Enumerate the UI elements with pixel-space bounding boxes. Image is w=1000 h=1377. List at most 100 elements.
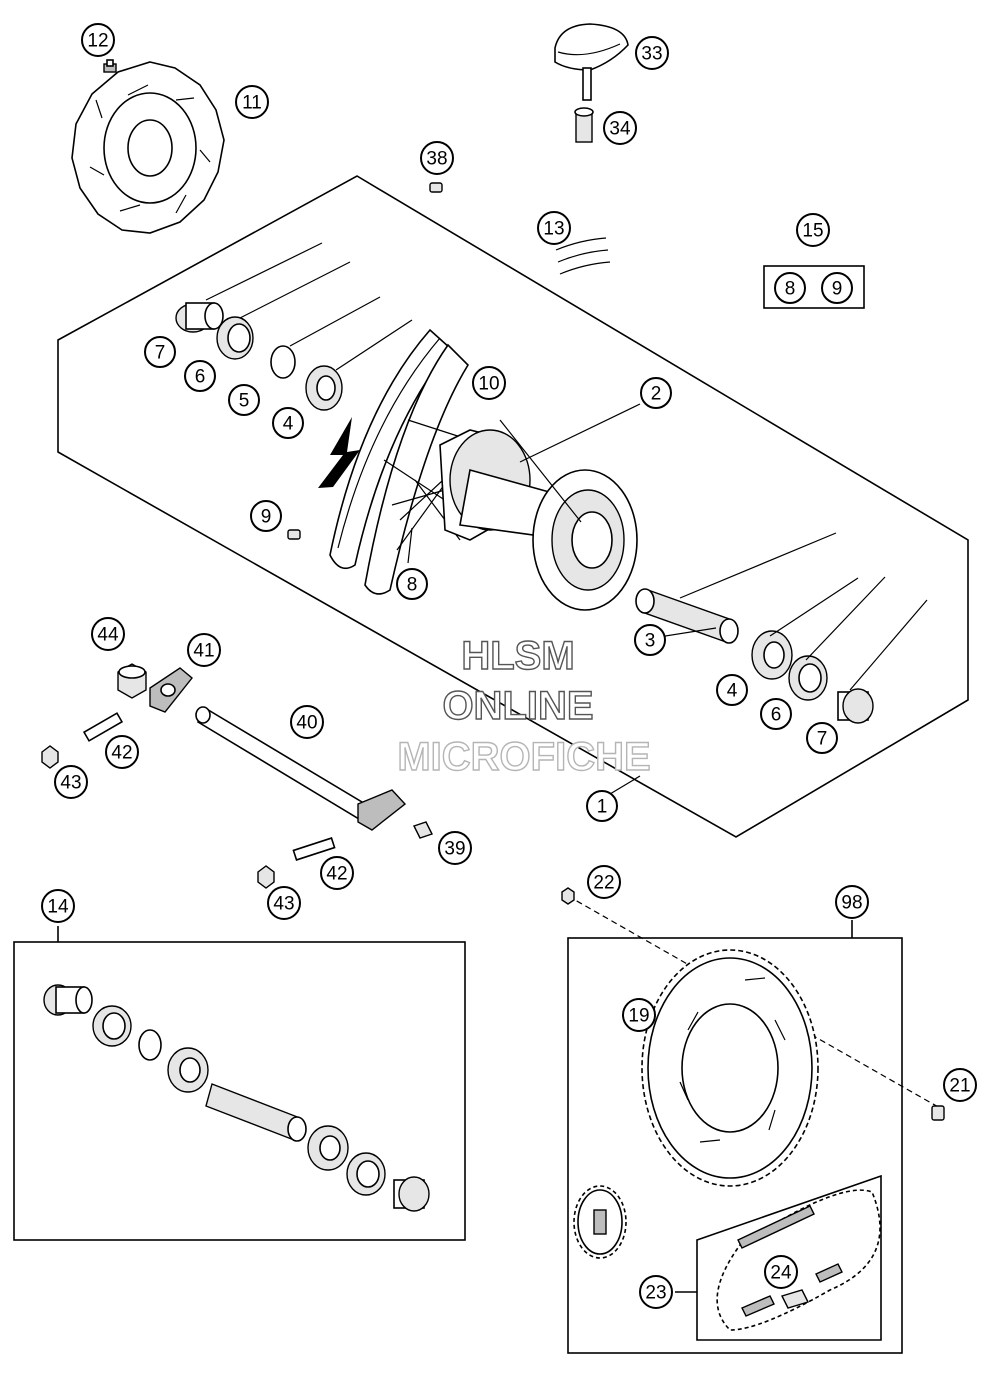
callout-circle xyxy=(635,36,669,70)
adjuster-screw-right-part xyxy=(292,837,336,861)
front-sprocket-part xyxy=(573,1185,627,1259)
callout-number: 34 xyxy=(609,119,631,140)
rotation-arrow-icon xyxy=(318,417,360,488)
callout-8: 8 xyxy=(396,568,428,600)
callout-7: 7 xyxy=(806,722,838,754)
callout-number: 24 xyxy=(770,1263,792,1284)
rear-sprocket-part xyxy=(641,949,819,1187)
left-bearing-part xyxy=(305,365,343,411)
spoke-nipple-part xyxy=(287,529,301,540)
nut-left-part xyxy=(41,745,59,769)
callout-43: 43 xyxy=(54,765,88,799)
callout-number: 9 xyxy=(261,507,272,528)
callout-circle xyxy=(764,1255,798,1289)
callout-number: 6 xyxy=(771,705,782,726)
callout-circle xyxy=(290,705,324,739)
callout-number: 22 xyxy=(593,873,614,894)
callout-39: 39 xyxy=(438,831,472,865)
callout-circle xyxy=(774,272,806,304)
watermark-line-2: ONLINE xyxy=(442,684,593,728)
watermark-line-1: HLSM xyxy=(461,634,574,678)
callout-number: 13 xyxy=(543,219,564,240)
callout-circle xyxy=(806,722,838,754)
callout-circle xyxy=(835,885,869,919)
rim-part xyxy=(329,328,470,595)
callout-5: 5 xyxy=(228,384,260,416)
callout-circle xyxy=(760,698,792,730)
callout-circle xyxy=(586,790,618,822)
callout-circle xyxy=(537,211,571,245)
callout-14: 14 xyxy=(41,889,75,923)
callout-13: 13 xyxy=(537,211,571,245)
chain-joint-part xyxy=(781,1289,809,1309)
callout-21: 21 xyxy=(943,1068,977,1102)
circlip-part xyxy=(270,345,296,379)
callout-43: 43 xyxy=(267,886,301,920)
callout-number: 4 xyxy=(727,681,738,702)
callout-40: 40 xyxy=(290,705,324,739)
left-shaft-seal-part xyxy=(216,316,254,360)
callout-circle xyxy=(91,617,125,651)
callout-circle xyxy=(640,377,672,409)
callout-number: 98 xyxy=(841,893,862,914)
callout-circle xyxy=(228,384,260,416)
callout-24: 24 xyxy=(764,1255,798,1289)
callout-7: 7 xyxy=(144,336,176,368)
callout-number: 19 xyxy=(628,1006,649,1027)
callout-41: 41 xyxy=(187,633,221,667)
callout-6: 6 xyxy=(184,360,216,392)
callout-number: 44 xyxy=(97,625,119,646)
callout-circle xyxy=(472,366,506,400)
callout-circle xyxy=(821,272,853,304)
callout-4: 4 xyxy=(716,674,748,706)
callout-15: 15 xyxy=(796,213,830,247)
callout-12: 12 xyxy=(81,23,115,57)
adjuster-screw-left-part xyxy=(82,712,124,742)
plug-part xyxy=(429,182,443,193)
callout-4: 4 xyxy=(272,407,304,439)
callout-number: 39 xyxy=(444,839,465,860)
callout-9: 9 xyxy=(821,272,853,304)
callout-44: 44 xyxy=(91,617,125,651)
callout-number: 38 xyxy=(426,149,447,170)
callout-number: 41 xyxy=(193,641,214,662)
callout-number: 11 xyxy=(242,93,262,114)
callout-circle xyxy=(54,765,88,799)
callout-circle xyxy=(144,336,176,368)
nut-right-part xyxy=(257,865,275,889)
axle-nut-part xyxy=(117,663,147,699)
callout-number: 3 xyxy=(645,631,656,652)
callout-circle xyxy=(187,633,221,667)
callout-34: 34 xyxy=(603,111,637,145)
bearing-kit-parts xyxy=(43,984,430,1212)
rim-lock-part xyxy=(554,23,629,101)
chain-box xyxy=(696,1174,882,1341)
callout-circle xyxy=(639,1275,673,1309)
callout-number: 42 xyxy=(111,743,132,764)
callout-38: 38 xyxy=(420,141,454,175)
wheel-spindle-part xyxy=(195,706,407,831)
callout-circle xyxy=(603,111,637,145)
callout-circle xyxy=(81,23,115,57)
spokes-part xyxy=(383,419,481,551)
callout-19: 19 xyxy=(622,998,656,1032)
wheel-assembly-frame xyxy=(57,175,969,838)
callout-circle xyxy=(320,856,354,890)
callout-22: 22 xyxy=(587,865,621,899)
callout-42: 42 xyxy=(320,856,354,890)
callout-number: 2 xyxy=(651,384,662,405)
callout-42: 42 xyxy=(105,735,139,769)
callout-23: 23 xyxy=(639,1275,673,1309)
watermark: HLSM ONLINE MICROFICHE xyxy=(397,633,652,779)
bearing-kit-box xyxy=(13,941,466,1241)
callout-circle xyxy=(943,1068,977,1102)
callout-circle xyxy=(622,998,656,1032)
callout-number: 8 xyxy=(785,279,796,300)
callout-number: 43 xyxy=(273,894,294,915)
callout-number: 6 xyxy=(195,367,206,388)
sprocket-screw-part xyxy=(931,1105,945,1121)
callout-number: 4 xyxy=(283,414,294,435)
callout-number: 8 xyxy=(407,575,418,596)
callout-number: 9 xyxy=(832,279,843,300)
